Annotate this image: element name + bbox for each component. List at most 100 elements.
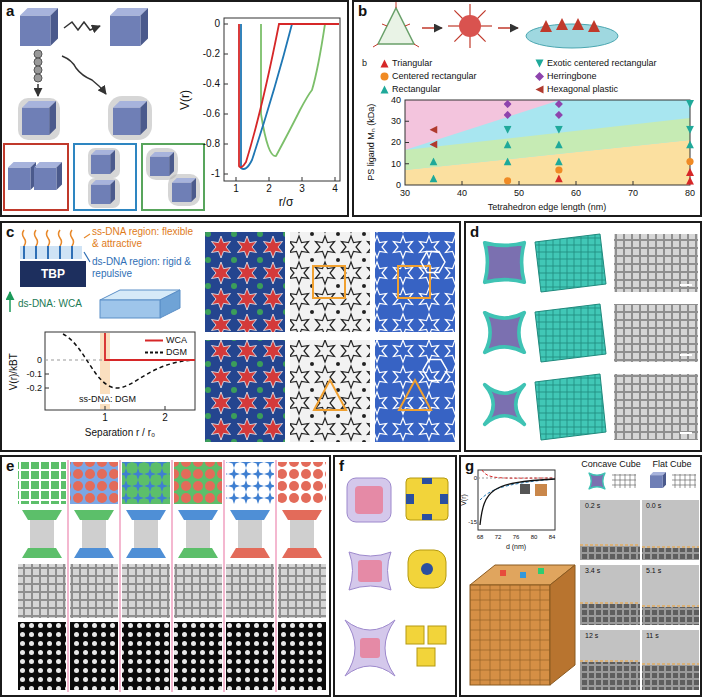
panel-letter: a <box>4 2 16 19</box>
legend-shape <box>535 72 544 81</box>
legend-text: Centered rectangular <box>392 71 477 81</box>
axis-label: 80 <box>531 534 538 541</box>
axis-title: V(r)/kBT <box>8 353 20 390</box>
axis-label: 70 <box>628 188 638 198</box>
legend-marker <box>380 59 389 68</box>
binary-superlattices <box>18 460 326 692</box>
legend-text: Rectangular <box>392 84 441 94</box>
figure-panel: f <box>333 455 457 697</box>
axis-label: 50 <box>514 188 524 198</box>
legend-marker <box>535 59 544 68</box>
legend-shape <box>536 59 544 67</box>
panel-letter: d <box>468 223 481 240</box>
axis-label: 2 <box>162 412 168 424</box>
axis-label: 84 <box>549 534 556 541</box>
axis-label: Flat Cube <box>652 459 691 469</box>
axis-label: -0.4 <box>203 78 220 90</box>
axis-label: -0.6 <box>203 108 220 120</box>
legend-line <box>145 351 163 353</box>
axis-label: 0 <box>37 355 42 365</box>
panel-letter: e <box>4 457 16 474</box>
axis-label: 4 <box>332 183 338 195</box>
axis-label: 12 s <box>584 632 599 640</box>
legend-circle <box>381 72 389 80</box>
legend-line-sample <box>145 336 163 345</box>
axis-label: r/σ <box>279 196 294 210</box>
legend-marker <box>380 72 389 81</box>
figure-panel: e <box>0 455 331 697</box>
tiling-images <box>205 232 455 442</box>
figure-panel: g <box>459 455 702 697</box>
axis-label: -0.2 <box>26 383 42 393</box>
figure-panel: a <box>0 0 349 217</box>
axis-label: Separation r / r₀ <box>85 427 155 439</box>
axis-label: 0 <box>214 18 220 30</box>
panel-letter: g <box>463 457 476 474</box>
legend-line-sample <box>145 348 163 357</box>
shell-shapes <box>345 478 448 676</box>
figure-panel: d <box>464 221 702 452</box>
legend-text: Triangular <box>392 58 432 68</box>
axis-label: 5.1 s <box>645 567 662 575</box>
axis-label: 80 <box>685 188 695 198</box>
axis-label: 0.0 s <box>645 502 662 510</box>
axis-label: 76 <box>513 534 520 541</box>
legend-line <box>145 339 163 341</box>
legend-shape <box>381 59 389 67</box>
axis-label: ds-DNA: WCA <box>18 298 82 310</box>
axis-label: 60 <box>571 188 581 198</box>
legend-text: Herringbone <box>547 71 597 81</box>
concave-cube-assemblies <box>485 234 698 440</box>
tbp-block: TBP <box>20 261 86 287</box>
axis-label: 40 <box>391 95 401 105</box>
axis-label: -15 <box>468 519 477 526</box>
axis-label: -0.8 <box>203 138 220 150</box>
axis-title: V(r) <box>179 90 193 110</box>
legend-text: Exotic centered rectangular <box>547 58 657 68</box>
axis-label: 10 <box>391 159 401 169</box>
figure-panel: b <box>352 0 702 217</box>
axis-label: 30 <box>400 188 410 198</box>
legend-shape <box>381 85 389 93</box>
axis-label: 3.4 s <box>584 567 601 575</box>
axis-label: -0.2 <box>203 48 220 60</box>
axis-title: PS ligand Mₙ (kDa) <box>367 103 377 180</box>
legend-marker <box>535 85 544 94</box>
panel-letter: f <box>337 457 346 474</box>
cube-illustration <box>4 8 204 210</box>
axis-label: 68 <box>477 534 484 541</box>
axis-label: 11 s <box>645 632 660 640</box>
interaction-plot <box>45 332 195 410</box>
legend-marker <box>535 72 544 81</box>
axis-label: Tetrahedron edge length (nm) <box>488 202 607 212</box>
assembly-kinetics <box>470 470 699 690</box>
potential-plot <box>224 18 340 181</box>
axis-label: ds-DNA region: rigid & repulsive <box>92 256 197 279</box>
ligand-illustration <box>373 2 618 48</box>
axis-label: 40 <box>457 188 467 198</box>
panel-letter: b <box>356 2 369 19</box>
axis-label: -1 <box>211 168 220 180</box>
axis-label: Concave Cube <box>581 459 641 469</box>
axis-label: 2 <box>266 183 272 195</box>
axis-label: 72 <box>495 534 502 541</box>
axis-label: 0 <box>474 475 477 482</box>
block-label: TBP <box>41 267 65 281</box>
phase-diagram <box>405 100 694 185</box>
axis-label: -0.1 <box>26 369 42 379</box>
legend-shape <box>536 85 544 93</box>
legend-text: DGM <box>166 347 187 357</box>
axis-title: V(r) <box>460 494 468 506</box>
axis-label: ss-DNA: DGM <box>78 394 137 404</box>
axis-label: d (nm) <box>506 543 526 551</box>
legend-marker <box>380 85 389 94</box>
axis-label: 3 <box>299 183 305 195</box>
legend-text: WCA <box>166 335 187 345</box>
axis-label: 30 <box>391 116 401 126</box>
legend-text: Hexagonal plastic <box>547 84 618 94</box>
panel-letter: c <box>4 223 16 240</box>
axis-label: 1 <box>102 412 108 424</box>
axis-label: b <box>362 58 367 68</box>
axis-label: 0.2 s <box>584 502 601 510</box>
